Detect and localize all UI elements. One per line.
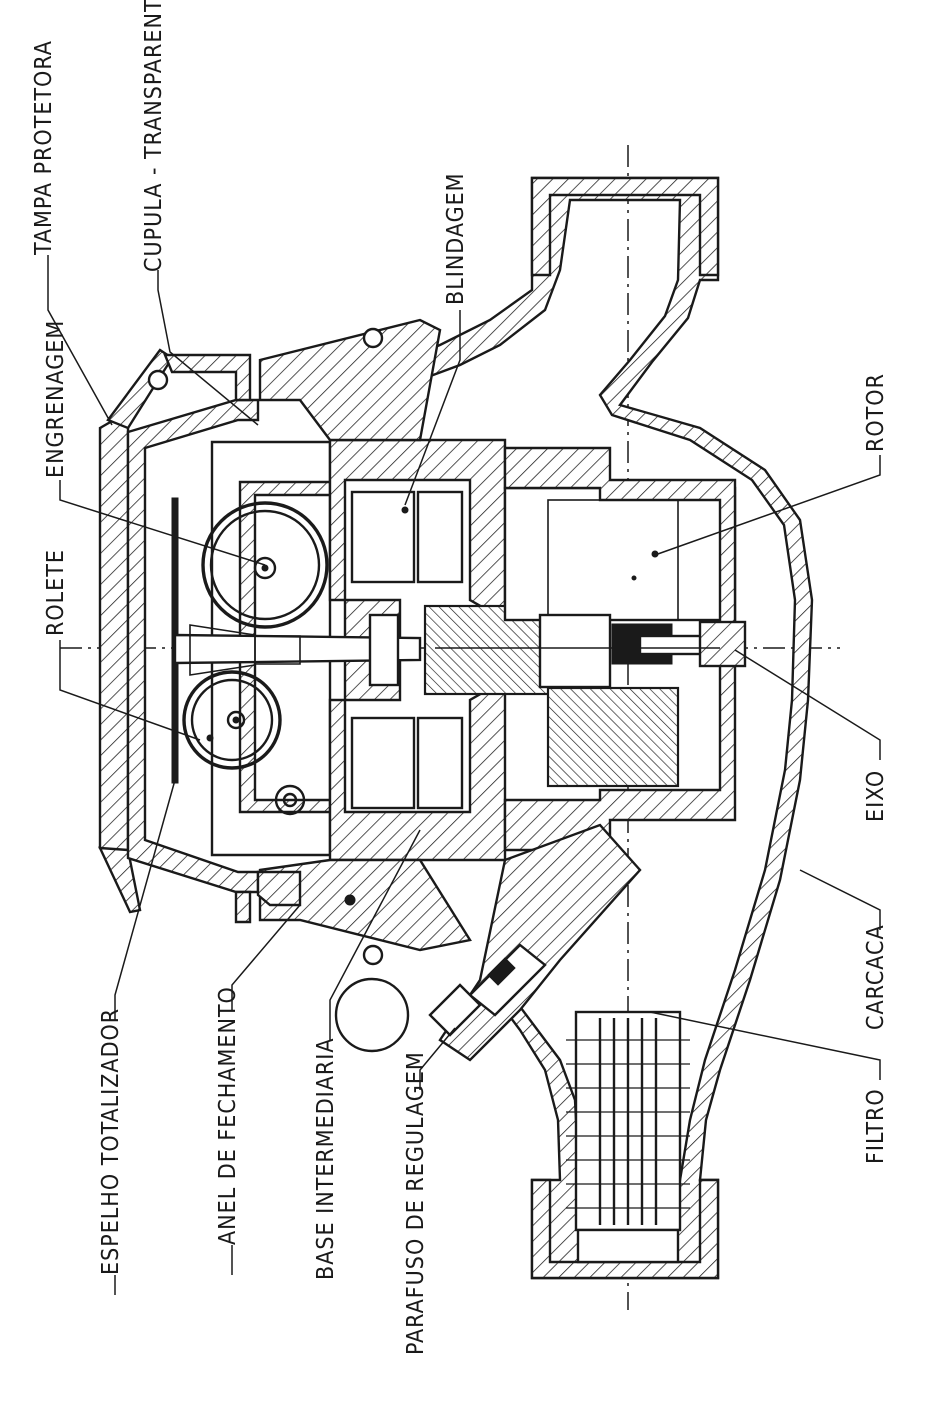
rotor: [423, 446, 737, 852]
label-filtro: FILTRO: [863, 1088, 889, 1164]
label-base-intermediaria: BASE INTERMEDIARIA: [313, 1037, 339, 1280]
label-tampa-protetora: TAMPA PROTETORA: [31, 40, 57, 256]
parafuso-de-regulagem-screw: [344, 823, 642, 1062]
base-intermediaria-float: [334, 977, 410, 1053]
mechanism-housing: [210, 318, 507, 966]
label-rolete: ROLETE: [43, 549, 69, 636]
engrenagem-gear: [201, 501, 329, 629]
label-engrenagem: ENGRENAGEM: [43, 320, 69, 478]
eixo-axle: [435, 620, 747, 668]
label-anel-de-fechamento: ANEL DE FECHAMENTO: [215, 986, 241, 1245]
leader-lines: [47, 255, 881, 1295]
label-carcaca: CARCACA: [863, 924, 889, 1030]
blindagem-shield: [343, 490, 464, 810]
tampa-protetora-lid: [98, 348, 174, 914]
filtro-filter: [566, 1010, 690, 1264]
rolete-roller: [182, 670, 306, 816]
label-parafuso-de-regulagem: PARAFUSO DE REGULAGEM: [403, 1051, 429, 1355]
label-cupula-transparente: CUPULA - TRANSPARENTE: [141, 0, 167, 272]
label-espelho-totalizador: ESPELHO TOTALIZADOR: [98, 1008, 124, 1275]
label-blindagem: BLINDAGEM: [443, 172, 469, 305]
label-eixo: EIXO: [863, 770, 889, 822]
label-rotor: ROTOR: [863, 373, 889, 452]
labels: TAMPA PROTETORA CUPULA - TRANSPARENTE BL…: [31, 0, 889, 1355]
anel-de-fechamento-ring: [256, 870, 302, 907]
